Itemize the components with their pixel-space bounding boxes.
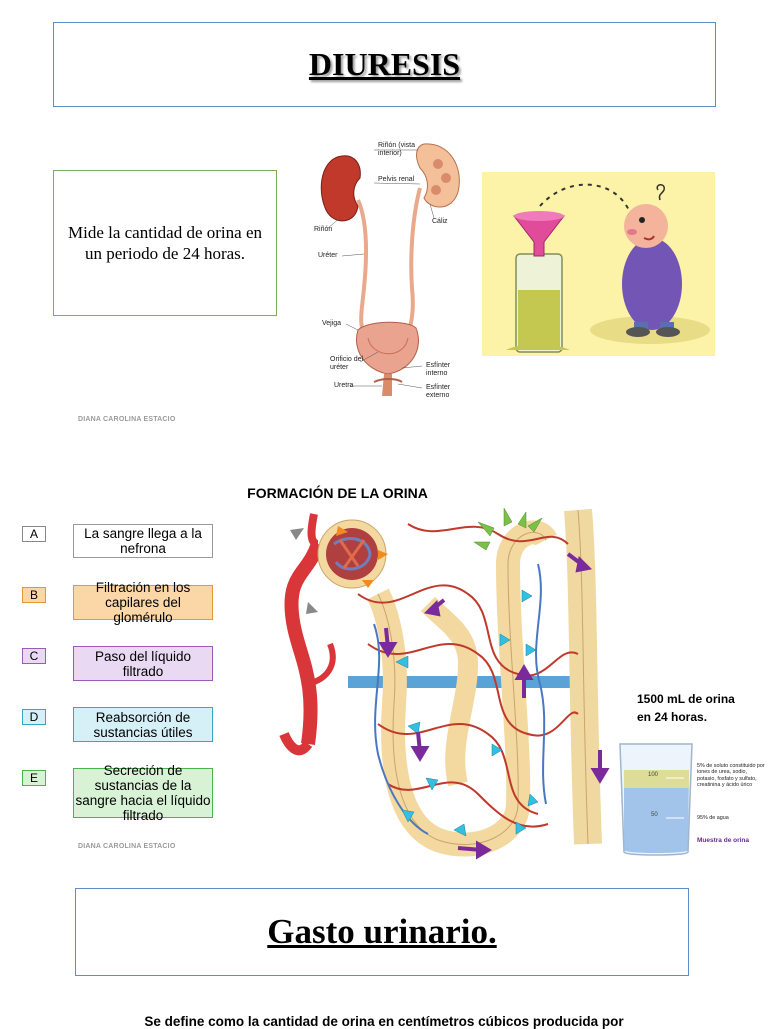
- beaker-water-note: 95% de agua: [697, 815, 729, 821]
- beaker-solute-note: 5% de soluto constituido por iones de ur…: [697, 763, 765, 789]
- definition-box: Mide la cantidad de orina en un periodo …: [53, 170, 277, 316]
- credit-top: DIANA CAROLINA ESTACIO: [78, 416, 176, 423]
- cartoon-illustration: [482, 172, 715, 356]
- section2-title-box: Gasto urinario.: [75, 888, 689, 976]
- beaker-tick-50: 50: [651, 812, 658, 818]
- step-letter-b: B: [22, 587, 46, 603]
- beaker-tick-100: 100: [648, 772, 659, 778]
- section2-title: Gasto urinario.: [267, 912, 497, 951]
- step-box-c: Paso del líquido filtrado: [73, 646, 213, 681]
- step-letter-d: D: [22, 709, 46, 725]
- urinary-system-illustration: Riñón (vista interior) Pelvis renal Riñó…: [312, 138, 472, 400]
- nephron-illustration: [278, 504, 618, 860]
- step-box-d: Reabsorción de sustancias útiles: [73, 707, 213, 742]
- page-title: DIURESIS: [308, 46, 461, 82]
- step-box-e: Secreción de sustancias de la sangre hac…: [73, 763, 213, 823]
- label-esfinter-interno: Esfínter interno: [426, 362, 451, 377]
- step-box-b: Filtración en los capilares del glomérul…: [73, 580, 213, 625]
- cartoon-svg: [506, 183, 710, 353]
- formation-title: FORMACIÓN DE LA ORINA: [247, 485, 428, 501]
- label-orificio-ureter: Orificio del uréter: [330, 356, 364, 371]
- definition-text: Mide la cantidad de orina en un periodo …: [67, 223, 262, 263]
- label-caliz: Cáliz: [432, 218, 448, 225]
- beaker-caption: Muestra de orina: [697, 837, 750, 844]
- step-letter-e: E: [22, 770, 46, 786]
- urine-beaker: 100 50: [614, 738, 698, 860]
- steps-legend: A La sangre llega a la nefrona B Filtrac…: [22, 520, 267, 823]
- label-rinon-vista-interior: Riñón (vista interior): [378, 142, 415, 157]
- step-letter-c: C: [22, 648, 46, 664]
- step-letter-a: A: [22, 526, 46, 542]
- label-rinon: Riñón: [314, 226, 333, 233]
- volume-note: 1500 mL de orina en 24 horas.: [637, 692, 735, 724]
- label-pelvis-renal: Pelvis renal: [378, 176, 415, 183]
- title-box: DIURESIS: [53, 22, 716, 107]
- label-ureter: Uréter: [318, 252, 338, 259]
- label-esfinter-externo: Esfínter externo: [426, 384, 451, 399]
- beaker-svg: [619, 743, 693, 856]
- nephron-svg: [279, 507, 610, 860]
- credit-bottom: DIANA CAROLINA ESTACIO: [78, 843, 176, 850]
- step-box-a: La sangre llega a la nefrona: [73, 524, 213, 558]
- definition-paragraph: Se define como la cantidad de orina en c…: [144, 1014, 624, 1029]
- urinary-system-svg: [320, 143, 460, 396]
- label-vejiga: Vejiga: [322, 320, 342, 327]
- label-uretra: Uretra: [334, 382, 354, 389]
